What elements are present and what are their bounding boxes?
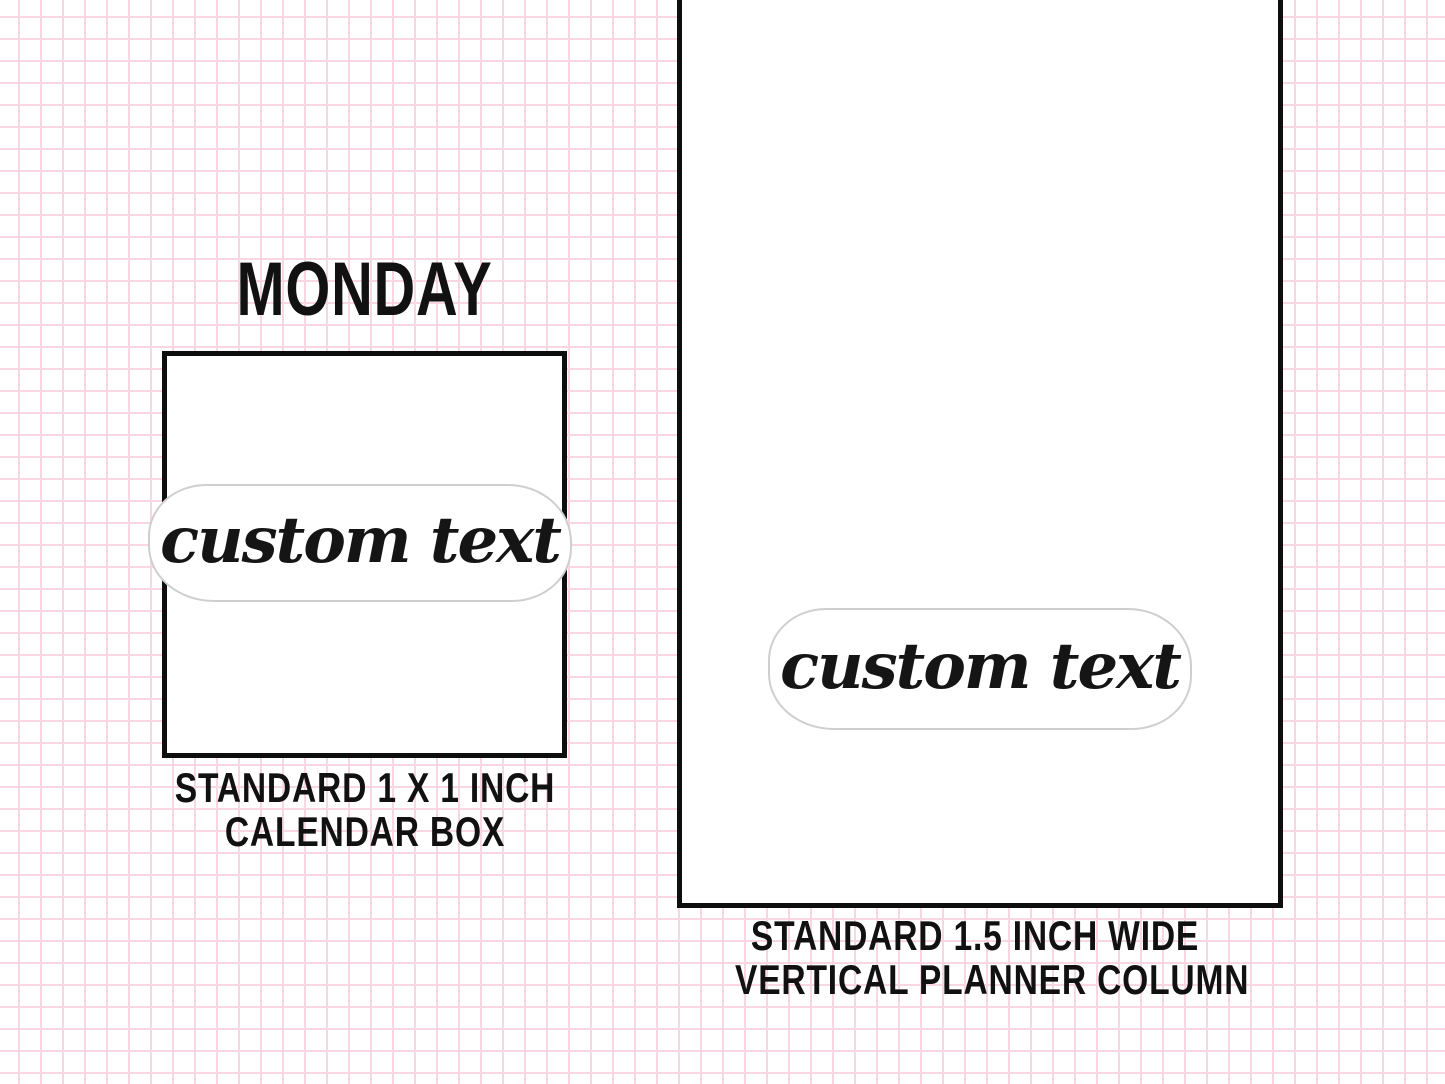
custom-text-sticker-column: custom text	[768, 608, 1192, 730]
calendar-box-caption: STANDARD 1 X 1 INCH CALENDAR BOX	[121, 766, 609, 853]
calendar-box-caption-line2: CALENDAR BOX	[224, 807, 506, 855]
custom-text-sticker-calendar: custom text	[148, 484, 572, 602]
calendar-box-caption-line1: STANDARD 1 X 1 INCH	[174, 764, 556, 811]
custom-text-sticker-label: custom text	[780, 628, 1182, 704]
day-heading: MONDAY	[236, 247, 493, 332]
planner-column-caption: STANDARD 1.5 INCH WIDE VERTICAL PLANNER …	[735, 912, 1250, 1003]
planner-column-caption-line2: VERTICAL PLANNER COLUMN	[735, 955, 1250, 1003]
planner-column-caption-line1: STANDARD 1.5 INCH WIDE	[750, 912, 1200, 959]
planner-column	[677, 0, 1283, 908]
custom-text-sticker-label: custom text	[160, 502, 562, 578]
